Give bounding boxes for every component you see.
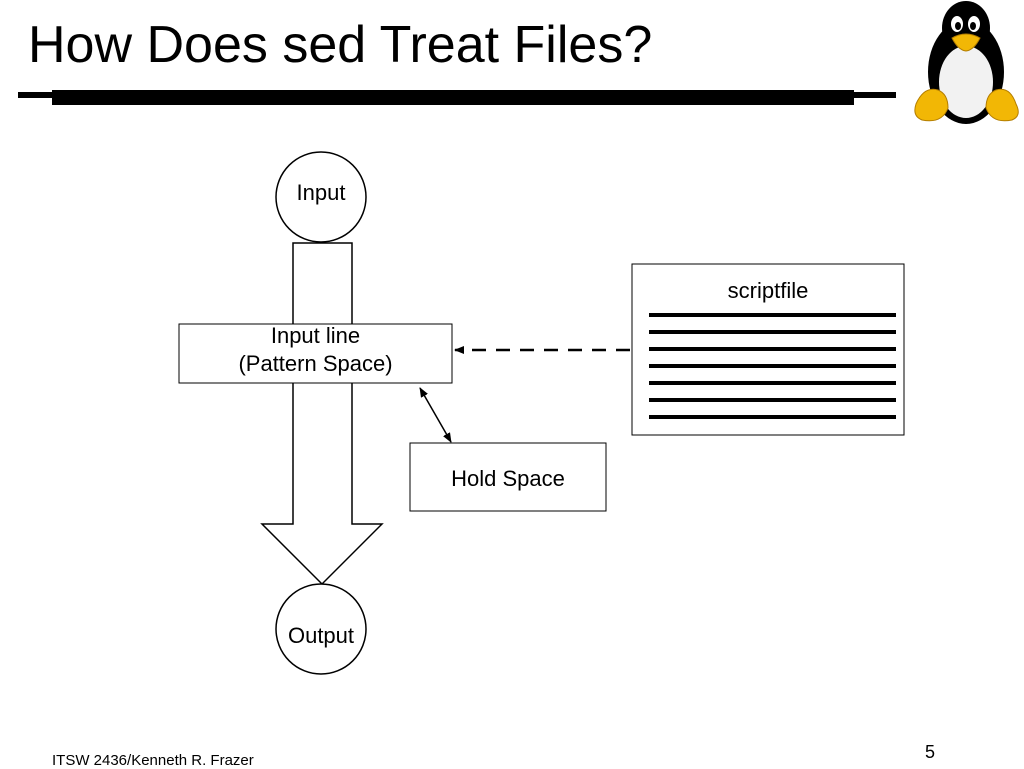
slide-title: How Does sed Treat Files?	[28, 16, 653, 74]
input-label: Input	[296, 180, 346, 205]
page-number: 5	[925, 742, 936, 762]
hold-space-label: Hold Space	[451, 466, 565, 491]
linux-penguin-icon	[914, 1, 1019, 124]
flow-arrow	[260, 242, 384, 586]
title-rule-thick	[52, 90, 854, 105]
scriptfile-label: scriptfile	[727, 278, 809, 303]
pattern-space-line1: Input line	[270, 323, 361, 348]
pattern-hold-exchange-arrow	[419, 387, 452, 443]
output-label: Output	[287, 623, 355, 648]
hold-space-box	[409, 442, 607, 512]
pattern-space-box	[178, 323, 453, 384]
scriptfile-lines	[649, 313, 896, 419]
slide-footer: ITSW 2436/Kenneth R. Frazer	[52, 752, 254, 769]
pattern-space-line2: (Pattern Space)	[238, 351, 393, 376]
pattern-space-label: Input line (Pattern Space)	[179, 322, 452, 378]
input-circle	[275, 151, 367, 243]
output-circle	[275, 583, 367, 675]
